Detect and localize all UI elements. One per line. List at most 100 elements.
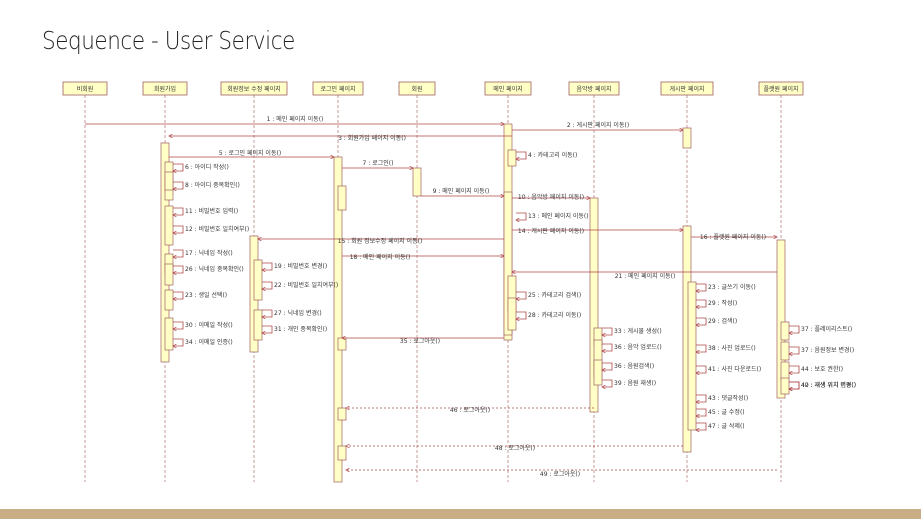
participant-box-p8 bbox=[758, 81, 804, 96]
activation-bar bbox=[593, 359, 603, 386]
message-22-label: 22 : 비밀번호 일치여부() bbox=[274, 281, 338, 289]
message-34-label: 34 : 이메일 인증() bbox=[185, 338, 233, 346]
participant-label-p0: 비회원 bbox=[77, 85, 94, 93]
message-27-label: 27 : 닉네임 변경() bbox=[274, 309, 322, 317]
message-27-arrow bbox=[262, 309, 273, 317]
message-37-label: 38 : 사진 업로드() bbox=[708, 344, 756, 352]
message-44-arrow bbox=[789, 381, 800, 389]
activation-bar bbox=[337, 185, 347, 211]
message-26-label: 23 : 생일 선택() bbox=[185, 291, 227, 299]
message-10-label: 10 : 음악방 페이지 이동() bbox=[518, 193, 584, 201]
message-42-arrow bbox=[696, 365, 707, 373]
message-3-label: 3 : 회원가입 페이지 이동() bbox=[338, 134, 406, 142]
message-48-arrow bbox=[696, 422, 707, 430]
message-38-arrow bbox=[602, 362, 613, 370]
message-13-label: 12 : 비밀번호 일치여부() bbox=[185, 225, 249, 233]
message-2-label: 2 : 게시판 페이지 이동() bbox=[567, 121, 629, 129]
participant-box-p1 bbox=[142, 81, 188, 96]
activation-bar bbox=[337, 337, 347, 351]
message-18-label: 18 : 메인 페이지 이동() bbox=[350, 253, 411, 261]
message-43-label: 40 : 재생 위치 이동() bbox=[801, 381, 856, 389]
message-39-arrow bbox=[789, 346, 800, 354]
message-37-arrow bbox=[696, 344, 707, 352]
participant-label-p3: 로그인 페이지 bbox=[320, 85, 355, 93]
message-4-label: 4 : 카테고리 이동() bbox=[528, 151, 577, 159]
message-31-label: 30 : 이메일 작성() bbox=[185, 321, 233, 329]
message-24-label: 25 : 카테고리 검색() bbox=[528, 291, 581, 299]
message-19-label: 26 : 닉네임 중복확인() bbox=[185, 265, 244, 273]
message-8-label: 8 : 아이디 중복확인() bbox=[185, 181, 240, 189]
message-16-label: 15 : 회원 정보수정 페이지 이동() bbox=[338, 237, 423, 245]
participant-label-p5: 메인 페이지 bbox=[493, 85, 523, 93]
activation-bar bbox=[507, 297, 517, 331]
activation-bar bbox=[337, 445, 347, 461]
message-45-label: 43 : 댓글작성() bbox=[708, 394, 748, 402]
message-39-label: 37 : 음원정보 변경() bbox=[801, 346, 854, 354]
message-13-arrow bbox=[173, 225, 184, 233]
participant-box-p5 bbox=[484, 81, 532, 96]
message-43-arrow bbox=[789, 381, 800, 389]
message-12-label: 13 : 메인 페이지 이동() bbox=[528, 212, 589, 220]
participant-label-p2: 회원정보 수정 페이지 bbox=[227, 85, 281, 93]
activation-bar bbox=[253, 309, 263, 341]
message-40-arrow bbox=[789, 365, 800, 373]
participant-box-p4 bbox=[398, 81, 436, 96]
activation-bar bbox=[589, 197, 599, 413]
message-14-label: 14 : 게시판 페이지 이동() bbox=[518, 227, 584, 235]
message-25-arrow bbox=[696, 299, 707, 307]
activation-bar bbox=[780, 341, 790, 361]
activation-bar bbox=[780, 321, 790, 341]
activation-bar bbox=[682, 127, 692, 149]
message-46-arrow bbox=[696, 408, 707, 416]
activation-bar bbox=[776, 239, 786, 399]
message-9-label: 9 : 메인 페이지 이동() bbox=[433, 187, 490, 195]
participant-box-p6 bbox=[568, 81, 620, 96]
footer-bar bbox=[0, 509, 921, 519]
message-29-label: 29 : 검색() bbox=[708, 317, 737, 325]
message-6-arrow bbox=[173, 163, 184, 171]
message-45-arrow bbox=[696, 394, 707, 402]
activation-bar bbox=[160, 142, 170, 363]
message-28-arrow bbox=[516, 311, 527, 319]
message-19-arrow bbox=[173, 265, 184, 273]
message-8-arrow bbox=[173, 181, 184, 189]
message-40-label: 44 : 보호 권한() bbox=[801, 365, 843, 373]
slide-title: Sequence - User Service bbox=[42, 26, 295, 55]
message-29-arrow bbox=[696, 317, 707, 325]
message-48-label: 47 : 글 삭제() bbox=[708, 422, 745, 430]
message-41-label: 39 : 음원 재생() bbox=[614, 379, 656, 387]
activation-bar bbox=[253, 259, 263, 301]
participant-label-p6: 음악방 페이지 bbox=[576, 85, 611, 93]
message-25-label: 29 : 작성() bbox=[708, 299, 737, 307]
message-6-label: 6 : 아이디 작성() bbox=[185, 163, 229, 171]
participant-label-p7: 게시판 페이지 bbox=[669, 85, 704, 93]
message-47-label: 46 : 로그아웃() bbox=[450, 406, 490, 414]
message-33-arrow bbox=[602, 327, 613, 335]
message-7-label: 7 : 로그인() bbox=[363, 160, 394, 167]
message-42-label: 41 : 사진 다운로드() bbox=[708, 365, 761, 373]
activation-bar bbox=[333, 156, 343, 483]
message-31-arrow bbox=[173, 321, 184, 329]
message-5-label: 5 : 로그인 페이지 이동() bbox=[219, 149, 281, 157]
message-20-arrow bbox=[262, 262, 273, 270]
message-41-arrow bbox=[602, 379, 613, 387]
activation-bar bbox=[164, 205, 174, 246]
activation-bar bbox=[507, 149, 517, 167]
activation-bar bbox=[687, 281, 697, 431]
participant-box-p7 bbox=[660, 81, 714, 96]
activation-bar bbox=[503, 191, 513, 336]
activation-bar bbox=[412, 167, 422, 197]
message-30-label: 31 : 개인 중복확인() bbox=[274, 325, 327, 333]
message-30-arrow bbox=[262, 325, 273, 333]
message-22-arrow bbox=[262, 281, 273, 289]
message-36-arrow bbox=[602, 343, 613, 351]
message-35-label: 35 : 로그아웃() bbox=[400, 337, 440, 345]
message-33-label: 33 : 게시물 생성() bbox=[614, 327, 662, 335]
message-36-label: 36 : 음악 업로드() bbox=[614, 343, 662, 351]
message-23-label: 23 : 글쓰기 이동() bbox=[708, 283, 756, 291]
message-34-arrow bbox=[173, 338, 184, 346]
message-4-arrow bbox=[516, 151, 527, 159]
message-11-arrow bbox=[173, 207, 184, 215]
activation-bar bbox=[164, 289, 174, 311]
